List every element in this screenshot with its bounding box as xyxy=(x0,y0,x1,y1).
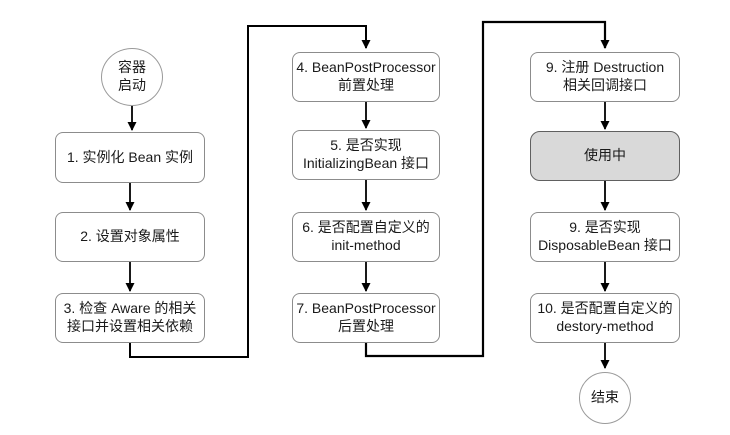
step9a-label-line1: 9. 注册 Destruction xyxy=(545,59,665,76)
step3-label-line1: 3. 检查 Aware 的相关 xyxy=(63,300,197,317)
flow-node-end: 结束 xyxy=(579,372,631,424)
step5-label-line2: InitializingBean 接口 xyxy=(302,155,430,171)
flow-node-step10: 10. 是否配置自定义的 destory-method xyxy=(530,293,680,343)
step7-label-line1: 7. BeanPostProcessor xyxy=(296,300,436,317)
flow-node-step9b: 9. 是否实现 DisposableBean 接口 xyxy=(530,212,680,262)
step9a-label-line2: 相关回调接口 xyxy=(563,77,647,93)
step2-label: 2. 设置对象属性 xyxy=(80,228,180,245)
connector-step7-to-step9a xyxy=(364,20,610,358)
start-label-line1: 容器 xyxy=(118,59,146,76)
step3-label-line2: 接口并设置相关依赖 xyxy=(67,318,193,334)
step5-label-line1: 5. 是否实现 xyxy=(330,137,402,154)
end-label: 结束 xyxy=(591,389,619,406)
step9b-label-line1: 9. 是否实现 xyxy=(569,219,641,236)
step1-label: 1. 实例化 Bean 实例 xyxy=(66,148,194,165)
flow-node-step3: 3. 检查 Aware 的相关 接口并设置相关依赖 xyxy=(55,293,205,343)
step10-label-line1: 10. 是否配置自定义的 xyxy=(537,300,673,317)
start-label-line2: 启动 xyxy=(118,77,146,93)
step6-label-line1: 6. 是否配置自定义的 xyxy=(302,219,430,236)
flow-node-step2: 2. 设置对象属性 xyxy=(55,212,205,262)
step4-label-line2: 前置处理 xyxy=(338,77,394,93)
step9b-label-line2: DisposableBean 接口 xyxy=(538,237,672,253)
step7-label-line2: 后置处理 xyxy=(338,318,394,334)
connector-step3-to-step4 xyxy=(129,25,371,358)
flow-node-start: 容器 启动 xyxy=(101,48,163,106)
flow-node-step5: 5. 是否实现 InitializingBean 接口 xyxy=(292,130,440,180)
flow-node-step7: 7. BeanPostProcessor 后置处理 xyxy=(292,293,440,343)
step4-label-line1: 4. BeanPostProcessor xyxy=(296,59,436,76)
flow-node-step9a: 9. 注册 Destruction 相关回调接口 xyxy=(530,52,680,102)
flow-node-step1: 1. 实例化 Bean 实例 xyxy=(55,132,205,183)
step10-label-line2: destory-method xyxy=(556,318,654,334)
step6-label-line2: init-method xyxy=(331,237,401,253)
flow-node-step4: 4. BeanPostProcessor 前置处理 xyxy=(292,52,440,102)
flow-node-in-use: 使用中 xyxy=(530,131,680,181)
flow-node-step6: 6. 是否配置自定义的 init-method xyxy=(292,212,440,262)
in-use-label: 使用中 xyxy=(584,147,626,164)
